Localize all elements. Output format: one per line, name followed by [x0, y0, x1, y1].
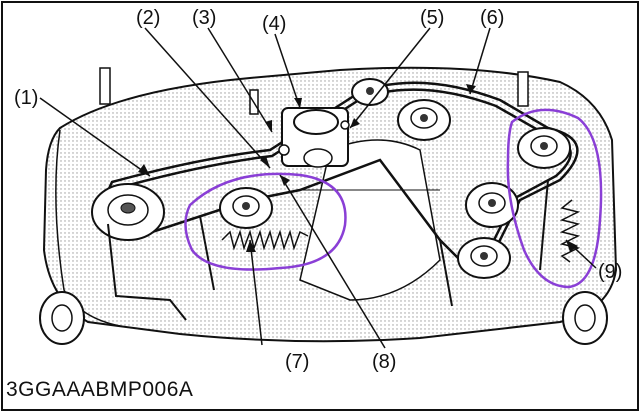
callout-5: (5): [420, 7, 445, 29]
highlight-loops: [184, 108, 603, 289]
right-spindle-pulley: [517, 127, 571, 169]
callout-3: (3): [192, 7, 217, 29]
leader-4: [274, 33, 301, 109]
leader-1: [39, 97, 151, 177]
leader-6: [469, 27, 491, 95]
callout-7: (7): [285, 351, 310, 373]
center-spindle-pulley: [397, 99, 451, 141]
left-spindle-pulley: [91, 183, 165, 241]
tension-spring-right: [539, 179, 581, 271]
callout-8: (8): [372, 351, 397, 373]
front-right-wheel: [562, 291, 608, 345]
leader-lines: [39, 27, 597, 349]
idler-pulley-bottom: [457, 237, 511, 279]
linkage-rods: [107, 223, 453, 321]
callout-1: (1): [14, 87, 39, 109]
callout-4: (4): [262, 13, 287, 35]
idler-pulley-top: [351, 78, 389, 106]
idler-pulley-middle: [465, 182, 519, 228]
leader-arrowheads: [138, 84, 578, 252]
leader-2: [144, 27, 271, 169]
highlight-left: [184, 172, 347, 271]
leader-5: [349, 27, 431, 129]
highlight-right: [506, 108, 603, 289]
leader-7: [249, 239, 263, 346]
callout-9: (9): [598, 261, 623, 283]
front-left-wheel: [39, 291, 85, 345]
tension-spring-left: [199, 215, 309, 291]
gearbox: [278, 107, 350, 168]
tension-pulley-left: [219, 187, 273, 229]
leader-8: [279, 174, 386, 349]
figure-id: 3GGAAABMP006A: [6, 378, 194, 401]
callout-2: (2): [136, 7, 161, 29]
leader-3: [207, 27, 273, 133]
callout-6: (6): [480, 7, 505, 29]
